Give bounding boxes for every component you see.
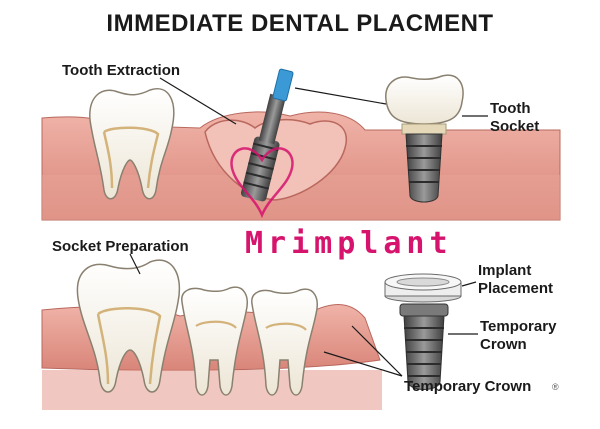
watermark-text: Mrimplant: [245, 226, 453, 261]
bottom-panel: [41, 253, 478, 410]
bottom-left-molar: [76, 259, 181, 393]
top-right-crown-implant: [385, 74, 464, 203]
label-implant-placement-line1: Implant: [478, 262, 532, 279]
label-temporary-crown-line2: Crown: [480, 336, 527, 353]
page-title: IMMEDIATE DENTAL PLACMENT: [106, 10, 494, 37]
top-left-tooth: [89, 88, 175, 200]
label-implant-placement-line2: Placement: [478, 280, 554, 297]
label-tooth-socket-line1: Tooth: [490, 100, 531, 117]
bottom-healing-ring: [384, 273, 462, 303]
label-temporary-crown-line1: Temporary: [480, 318, 557, 335]
bottom-middle-tooth: [181, 286, 248, 396]
label-tooth-extraction: Tooth Extraction: [62, 62, 181, 79]
bottom-right-tooth: [251, 288, 318, 396]
top-panel: [41, 68, 561, 221]
label-tooth-socket-line2: Socket: [490, 118, 540, 135]
label-socket-preparation: Socket Preparation: [52, 238, 189, 255]
copyright-mark: ®: [552, 382, 559, 392]
watermark-heart: [230, 147, 294, 219]
bottom-implant: [399, 303, 449, 390]
label-temporary-crown-bottom: Temporary Crown: [404, 378, 532, 395]
